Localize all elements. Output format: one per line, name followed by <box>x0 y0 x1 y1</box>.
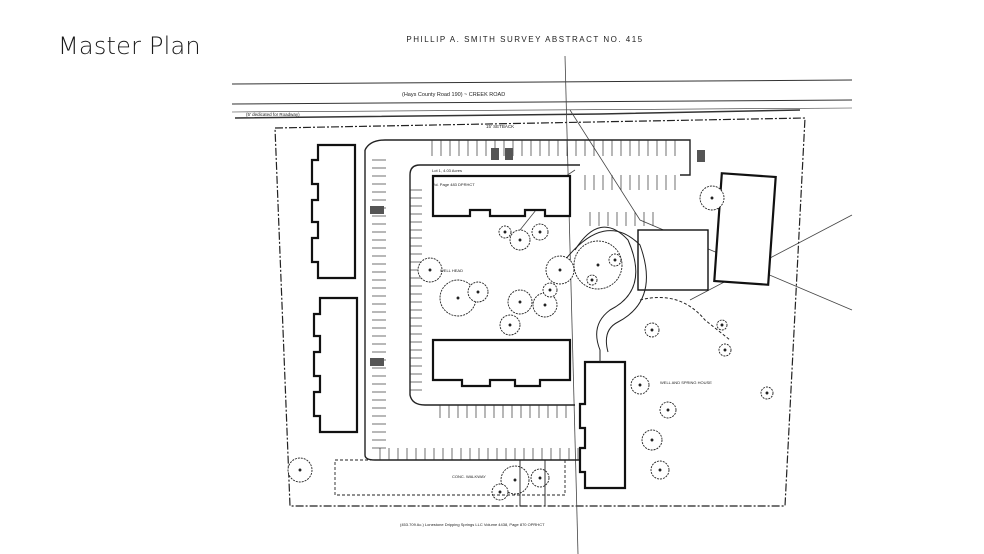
lot-area-label: Lot 1, 4.03 Acres <box>432 168 462 173</box>
accessible-spaces <box>370 148 705 366</box>
parking-stalls <box>372 140 676 460</box>
tree-icon <box>718 343 732 357</box>
well-head-label: WELL HEAD <box>440 268 463 273</box>
roadway-dedication-label: (5' dedicated for Roadway) <box>246 112 300 117</box>
building-west-south <box>312 296 359 434</box>
tree-icon <box>586 274 598 286</box>
south-entrance <box>334 459 566 506</box>
tree-icon <box>531 223 549 241</box>
tree-icon <box>545 255 575 285</box>
tree-icon <box>573 240 623 290</box>
south-owner-label: (453.709 Ac.) Lonestone Dripping Springs… <box>400 522 545 527</box>
tree-icon <box>641 429 663 451</box>
walkway-label: CONC. WALKWAY <box>452 474 486 479</box>
property-boundary <box>274 117 806 507</box>
tree-icon <box>530 468 550 488</box>
tree-icon <box>509 229 531 251</box>
slide-title: Master Plan <box>58 32 201 60</box>
survey-header: PHILLIP A. SMITH SURVEY ABSTRACT NO. 415 <box>406 35 643 44</box>
tree-icon <box>507 289 533 315</box>
tree-icon <box>659 401 677 419</box>
tree-icon <box>716 319 728 331</box>
setback-label: 15' SETBACK <box>486 124 514 129</box>
tree-icon <box>650 460 670 480</box>
building-southeast <box>578 360 627 490</box>
building-west-north <box>310 143 357 280</box>
building-center-north <box>431 174 572 218</box>
walkway-path <box>564 226 731 362</box>
road-label: (Hays County Road 190) ~ CREEK ROAD <box>402 92 505 98</box>
tree-icon <box>498 225 512 239</box>
survey-lines <box>519 55 853 554</box>
tree-icon <box>499 314 521 336</box>
tree-icon <box>608 253 622 267</box>
creek-road <box>231 79 853 119</box>
tree-icon <box>417 257 443 283</box>
tree-icon <box>760 386 774 400</box>
tree-icon <box>287 457 313 483</box>
tree-icon <box>699 185 725 211</box>
well-spring-label: WELL AND SPRING HOUSE <box>660 380 712 385</box>
building-center-south <box>431 338 572 388</box>
buildings <box>310 143 777 490</box>
trees <box>287 185 774 501</box>
building-east <box>713 172 777 286</box>
tree-icon <box>542 282 558 298</box>
tree-icon <box>630 375 650 395</box>
recording-label: Vol. Page 483 DPRHCT <box>432 182 475 187</box>
tree-icon <box>467 281 489 303</box>
tree-icon <box>644 322 660 338</box>
tree-icon <box>532 292 558 318</box>
building-clubhouse <box>637 229 709 291</box>
tree-icon <box>491 483 509 501</box>
tree-icon <box>500 465 530 495</box>
